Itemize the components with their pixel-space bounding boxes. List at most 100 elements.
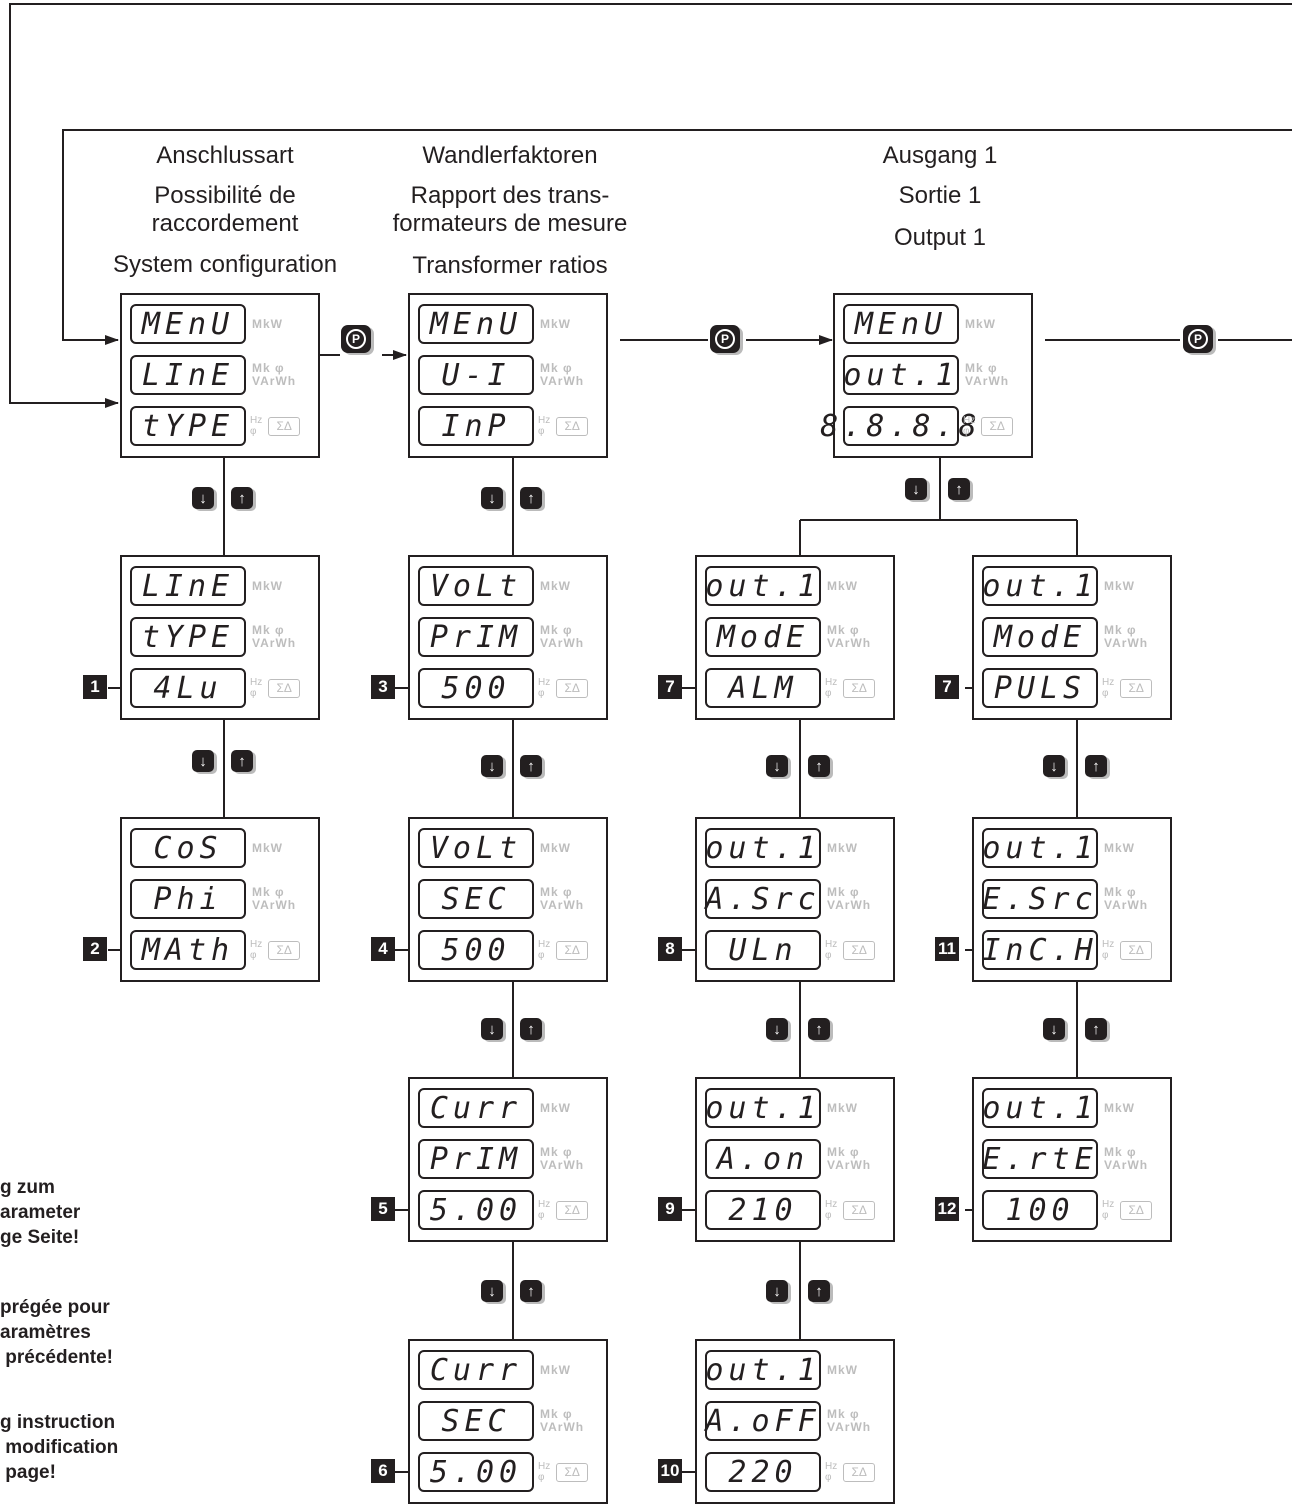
header-col3-line1: Ausgang 1 — [882, 142, 998, 169]
down-arrow-icon[interactable]: ↓ — [766, 1018, 788, 1040]
unit-mkw-indicator: MkW — [540, 1362, 571, 1377]
step-number-badge: 1 — [83, 675, 107, 699]
step-number-badge: 6 — [371, 1459, 395, 1483]
down-arrow-icon[interactable]: ↓ — [192, 487, 214, 509]
seven-segment-readout: 220 — [705, 1452, 821, 1492]
up-arrow-icon[interactable]: ↑ — [520, 487, 542, 509]
seven-segment-readout: PrIM — [418, 617, 534, 657]
program-icon: P — [1188, 329, 1208, 349]
display-row: MEnU MkW — [130, 304, 283, 344]
down-arrow-icon[interactable]: ↓ — [1043, 755, 1065, 777]
program-button-2[interactable]: P — [710, 325, 740, 353]
up-arrow-icon[interactable]: ↑ — [520, 1280, 542, 1302]
sigma-delta-indicator: ΣΔ — [556, 940, 589, 960]
up-arrow-icon[interactable]: ↑ — [808, 1018, 830, 1040]
down-arrow-icon[interactable]: ↓ — [481, 1280, 503, 1302]
up-arrow-icon[interactable]: ↑ — [520, 755, 542, 777]
seven-segment-readout: 500 — [418, 930, 534, 970]
note-de-line3: ge Seite! — [0, 1227, 80, 1248]
down-arrow-icon[interactable]: ↓ — [192, 750, 214, 772]
unit-varwh-indicator: Mk φ VArWh — [252, 885, 297, 912]
down-arrow-icon[interactable]: ↓ — [905, 478, 927, 500]
note-en-line3: page! — [0, 1462, 56, 1483]
seven-segment-readout: PULS — [982, 668, 1098, 708]
program-button-3[interactable]: P — [1183, 325, 1213, 353]
seven-segment-readout: ModE — [705, 617, 821, 657]
hz-phi-indicator: Hz φ — [250, 939, 263, 961]
seven-segment-readout: A.oFF — [705, 1401, 821, 1441]
note-fr-line3: précédente! — [0, 1347, 113, 1368]
down-arrow-icon[interactable]: ↓ — [766, 1280, 788, 1302]
seven-segment-readout: E.Src — [982, 879, 1098, 919]
seven-segment-readout: ULn — [705, 930, 821, 970]
up-arrow-icon[interactable]: ↑ — [1085, 1018, 1107, 1040]
seven-segment-readout: CoS — [130, 828, 246, 868]
seven-segment-readout: MEnU — [418, 304, 534, 344]
unit-varwh-indicator: Mk φ VArWh — [827, 885, 872, 912]
step-number-badge: 3 — [371, 675, 395, 699]
unit-mkw-indicator: MkW — [252, 316, 283, 331]
hz-phi-indicator: Hz φ — [963, 415, 976, 437]
seven-segment-readout: ModE — [982, 617, 1098, 657]
down-arrow-icon[interactable]: ↓ — [1043, 1018, 1065, 1040]
up-arrow-icon[interactable]: ↑ — [808, 1280, 830, 1302]
seven-segment-readout: ALM — [705, 668, 821, 708]
up-arrow-icon[interactable]: ↑ — [231, 487, 253, 509]
sigma-delta-indicator: ΣΔ — [1120, 940, 1153, 960]
up-arrow-icon[interactable]: ↑ — [520, 1018, 542, 1040]
up-arrow-icon[interactable]: ↑ — [948, 478, 970, 500]
program-button-1[interactable]: P — [341, 325, 371, 353]
step-number-badge: 11 — [935, 937, 959, 961]
down-arrow-icon[interactable]: ↓ — [481, 487, 503, 509]
seven-segment-readout: 500 — [418, 668, 534, 708]
hz-phi-indicator: Hz φ — [825, 939, 838, 961]
unit-mkw-indicator: MkW — [540, 1100, 571, 1115]
up-arrow-icon[interactable]: ↑ — [231, 750, 253, 772]
seven-segment-readout: A.on — [705, 1139, 821, 1179]
seven-segment-readout: MEnU — [130, 304, 246, 344]
unit-mkw-indicator: MkW — [540, 578, 571, 593]
hz-phi-indicator: Hz φ — [1102, 939, 1115, 961]
seven-segment-readout: out.1 — [982, 1088, 1098, 1128]
down-arrow-icon[interactable]: ↓ — [481, 1018, 503, 1040]
header-col3-line2: Sortie 1 — [898, 182, 982, 209]
sigma-delta-indicator: ΣΔ — [268, 416, 301, 436]
step-number-badge: 8 — [658, 937, 682, 961]
step-number-badge: 5 — [371, 1197, 395, 1221]
header-col1-line2: Possibilité de — [154, 182, 296, 209]
seven-segment-readout: U-I — [418, 355, 534, 395]
note-en-line2: modification — [0, 1437, 119, 1458]
up-arrow-icon[interactable]: ↑ — [1085, 755, 1107, 777]
seven-segment-readout: PrIM — [418, 1139, 534, 1179]
up-arrow-icon[interactable]: ↑ — [808, 755, 830, 777]
hz-phi-indicator: Hz φ — [825, 677, 838, 699]
note-de-line1: g zum — [0, 1177, 55, 1198]
down-arrow-icon[interactable]: ↓ — [481, 755, 503, 777]
seven-segment-readout: out.1 — [982, 566, 1098, 606]
unit-varwh-indicator: Mk φ VArWh — [540, 623, 585, 650]
hz-phi-indicator: Hz φ — [538, 677, 551, 699]
seven-segment-readout: Phi — [130, 879, 246, 919]
sigma-delta-indicator: ΣΔ — [268, 678, 301, 698]
down-arrow-icon[interactable]: ↓ — [766, 755, 788, 777]
hz-phi-indicator: Hz φ — [538, 1461, 551, 1483]
